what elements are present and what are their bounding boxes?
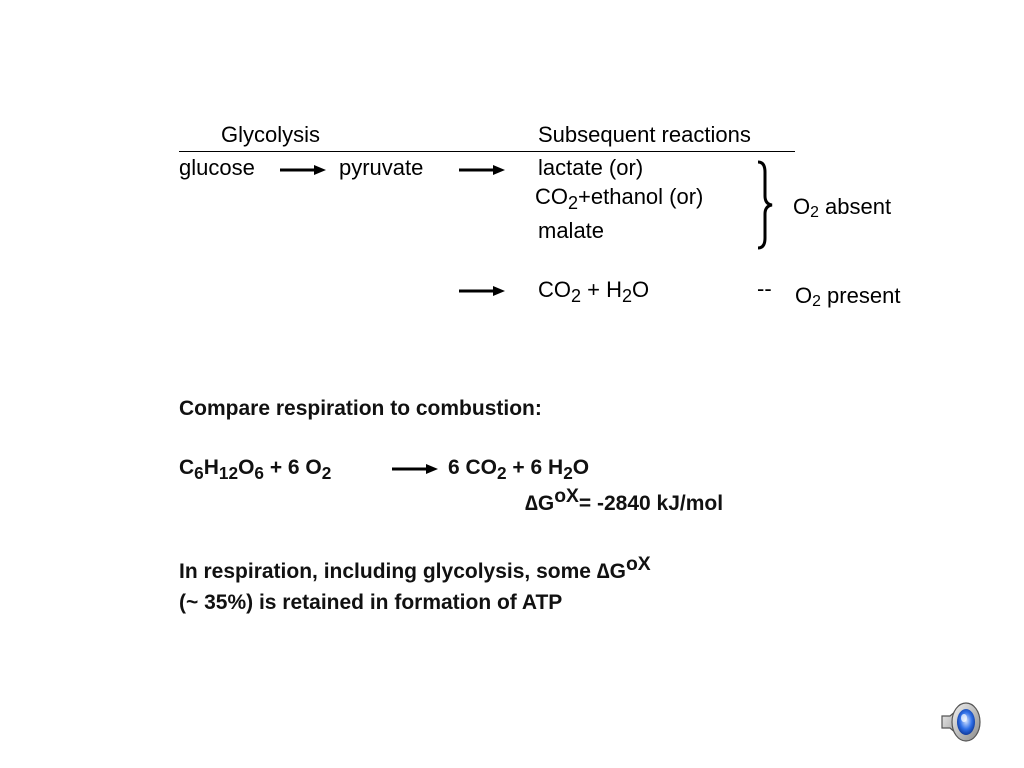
dashes: -- <box>757 276 772 301</box>
aerobic-sub2: 2 <box>622 286 633 307</box>
respiration-sup: oX <box>625 553 651 575</box>
delta-g-number: = -2840 kJ/mol <box>578 492 724 515</box>
comparison-heading: Compare respiration to combustion: <box>179 397 542 420</box>
o2-absent-label: O2 absent <box>793 194 892 222</box>
co2-ethanol-label: CO2+ethanol (or) <box>535 184 704 213</box>
respiration-line-2: (~ 35%) is retained in formation of ATP <box>179 591 563 614</box>
header-glycolysis: Glycolysis <box>221 122 321 147</box>
o2-absent-o: O <box>793 194 811 219</box>
delta-g-letter: G <box>537 492 555 515</box>
lactate-label: lactate (or) <box>538 155 644 180</box>
glucose-label: glucose <box>179 155 255 180</box>
respiration-line-1: In respiration, including glycolysis, so… <box>179 555 651 583</box>
eq-h: H <box>203 456 219 479</box>
speaker-icon[interactable] <box>938 698 986 746</box>
aerobic-sub1: 2 <box>571 286 582 307</box>
o2-absent-rest: absent <box>818 194 892 219</box>
co2-ethanol-rest: +ethanol (or) <box>578 184 704 209</box>
eq-plus-o2: + 6 O <box>263 456 322 479</box>
combustion-equation-right: 6 CO2 + 6 H2O <box>448 456 590 481</box>
eq-c: C <box>179 456 195 479</box>
respiration-delta: ∆ <box>596 560 610 583</box>
eq-6h: + 6 H <box>506 456 564 479</box>
arrow-combustion <box>392 464 438 474</box>
arrow-glucose-to-pyruvate <box>280 165 326 175</box>
eq-o-sub: 6 <box>254 462 264 483</box>
o2-absent-sub: 2 <box>810 204 819 222</box>
delta-g-sup: oX <box>554 485 579 507</box>
respiration-text: In respiration, including glycolysis, so… <box>179 560 597 583</box>
eq-6h-sub: 2 <box>563 462 573 483</box>
arrow-pyruvate-to-products <box>459 165 505 175</box>
malate-label: malate <box>538 218 605 243</box>
aerobic-product-label: CO2 + H2O <box>538 277 650 306</box>
right-brace-icon <box>757 160 773 250</box>
respiration-g: G <box>609 560 626 583</box>
aerobic-end: O <box>632 277 650 302</box>
o2-present-sub: 2 <box>812 293 821 311</box>
o2-present-label: O2 present <box>795 283 901 311</box>
combustion-equation-left: C6H12O6 + 6 O2 <box>179 456 331 481</box>
eq-c-sub: 6 <box>194 462 204 483</box>
eq-6co-sub: 2 <box>497 462 507 483</box>
o2-present-rest: present <box>820 283 901 308</box>
delta-g-value: ∆GoX= -2840 kJ/mol <box>525 487 724 515</box>
eq-o: O <box>238 456 255 479</box>
eq-h-sub: 12 <box>218 462 239 483</box>
co2-ethanol-co: CO <box>535 184 568 209</box>
delta-symbol: ∆ <box>525 492 538 515</box>
arrow-aerobic <box>459 286 505 296</box>
header-subsequent-reactions: Subsequent reactions <box>538 122 751 147</box>
pyruvate-label: pyruvate <box>339 155 424 180</box>
header-rule <box>179 151 795 152</box>
co2-ethanol-sub: 2 <box>568 193 579 214</box>
aerobic-co: CO <box>538 277 571 302</box>
eq-6co: 6 CO <box>448 456 498 479</box>
eq-water-o: O <box>572 456 590 479</box>
aerobic-mid: + H <box>581 277 622 302</box>
eq-o2-sub: 2 <box>321 462 332 483</box>
o2-present-o: O <box>795 283 813 308</box>
